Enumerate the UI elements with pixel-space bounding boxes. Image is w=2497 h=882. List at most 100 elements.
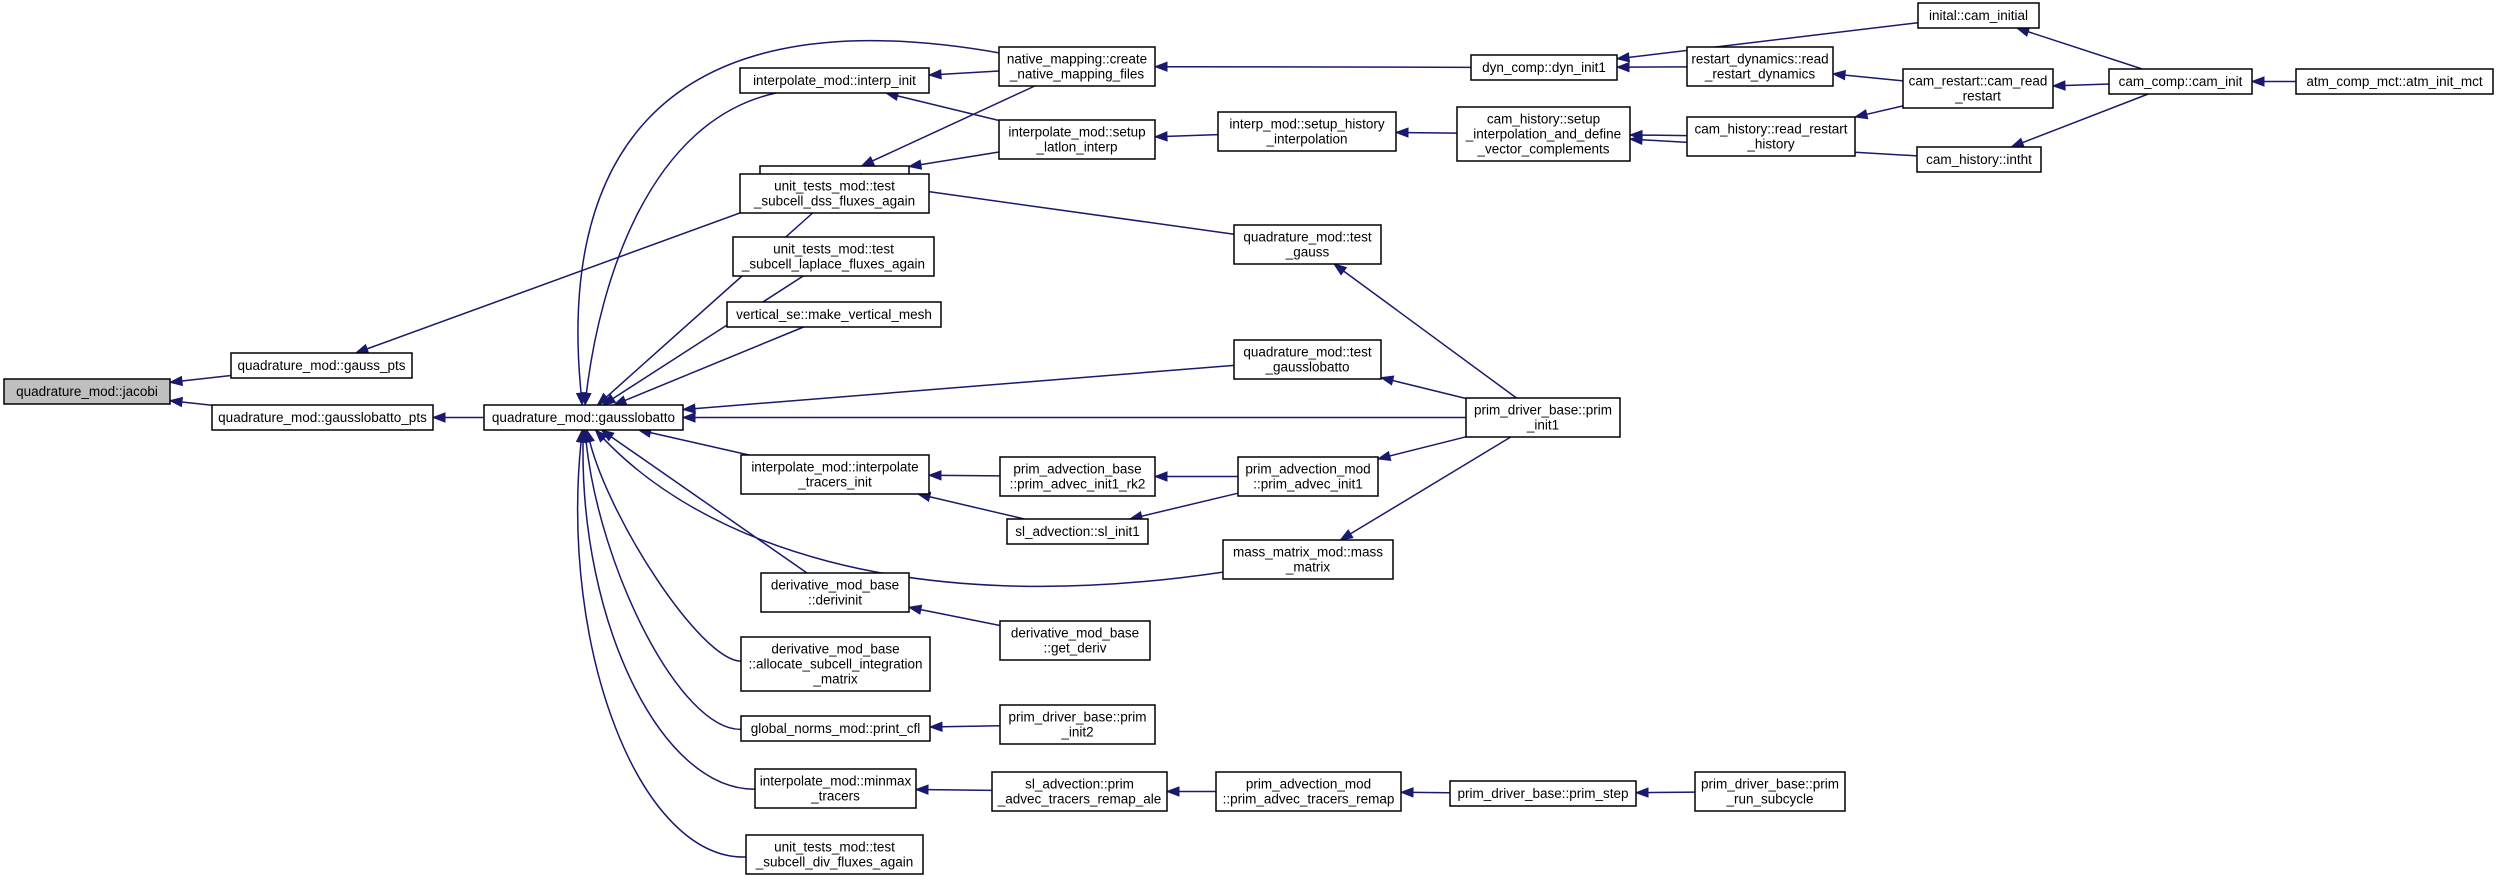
edge-prim_step-to-tracers_remap: [1399, 787, 1451, 798]
node-read-restart-history[interactable]: cam_history::read_restart_history: [1686, 116, 1856, 157]
node-sl-init1[interactable]: sl_advection::sl_init1: [1006, 518, 1149, 545]
node-box[interactable]: [1217, 111, 1397, 152]
node-intht[interactable]: cam_history::intht: [1916, 146, 2042, 173]
node-box[interactable]: [1456, 106, 1631, 162]
arrowhead-icon: [1339, 529, 1354, 541]
edge-tracers_remap-to-remap_ale: [1165, 786, 1216, 797]
node-tracers-remap[interactable]: prim_advection_mod::prim_advec_tracers_r…: [1215, 771, 1402, 812]
edge-line: [940, 70, 1000, 76]
node-label: _gauss: [1285, 245, 1330, 260]
node-prim-init2[interactable]: prim_driver_base::prim_init2: [999, 704, 1156, 745]
edge-line: [603, 438, 1224, 588]
node-atm-init-mct[interactable]: atm_comp_mct::atm_init_mct: [2295, 68, 2494, 95]
node-box[interactable]: [991, 771, 1168, 812]
node-box[interactable]: [1222, 539, 1394, 580]
edge-remap_ale-to-minmax_tracers: [914, 784, 993, 795]
node-test-laplace[interactable]: unit_tests_mod::test_subcell_laplace_flu…: [732, 236, 935, 277]
node-box[interactable]: [1686, 46, 1834, 87]
node-label: cam_history::setup: [1487, 112, 1600, 127]
node-make-vertical-mesh[interactable]: vertical_se::make_vertical_mesh: [726, 301, 942, 328]
node-prim-advec-init1[interactable]: prim_advection_mod::prim_advec_init1: [1237, 456, 1379, 497]
node-label: quadrature_mod::gauss_pts: [237, 358, 405, 373]
node-box[interactable]: [1694, 771, 1846, 812]
node-box[interactable]: [754, 768, 917, 809]
node-jacobi[interactable]: quadrature_mod::jacobi: [3, 378, 171, 405]
node-box[interactable]: [1917, 2, 2040, 29]
node-setup-history-interp[interactable]: interp_mod::setup_history_interpolation: [1217, 111, 1397, 152]
node-box[interactable]: [739, 67, 930, 94]
node-run-subcycle[interactable]: prim_driver_base::prim_run_subcycle: [1694, 771, 1846, 812]
node-box[interactable]: [732, 236, 935, 277]
node-box[interactable]: [999, 704, 1156, 745]
node-box[interactable]: [1233, 224, 1382, 265]
node-cam-init[interactable]: cam_comp::cam_init: [2108, 68, 2253, 95]
arrowhead-icon: [1628, 134, 1643, 146]
node-setup-latlon[interactable]: interpolate_mod::setup_latlon_interp: [998, 119, 1156, 160]
node-interp-tracers-init[interactable]: interpolate_mod::interpolate_tracers_ini…: [740, 454, 930, 495]
node-box[interactable]: [760, 572, 910, 613]
node-interp-init[interactable]: interpolate_mod::interp_init: [739, 67, 930, 94]
node-label: _restart_dynamics: [1704, 67, 1816, 82]
node-box[interactable]: [1916, 146, 2042, 173]
node-box[interactable]: [740, 715, 931, 742]
node-test-gausslobatto[interactable]: quadrature_mod::test_gausslobatto: [1233, 339, 1382, 380]
node-box[interactable]: [2108, 68, 2253, 95]
node-gauss-pts[interactable]: quadrature_mod::gauss_pts: [230, 352, 413, 379]
edge-line: [1350, 436, 1512, 535]
node-label: quadrature_mod::gausslobatto: [492, 410, 675, 425]
node-test-gauss[interactable]: quadrature_mod::test_gauss: [1233, 224, 1382, 265]
node-test-div[interactable]: unit_tests_mod::test_subcell_div_fluxes_…: [745, 834, 924, 875]
node-box[interactable]: [998, 46, 1156, 87]
node-dyn-init1[interactable]: dyn_comp::dyn_init1: [1470, 54, 1618, 81]
node-box[interactable]: [998, 119, 1156, 160]
node-box[interactable]: [2295, 68, 2494, 95]
edge-line: [650, 431, 750, 456]
node-box[interactable]: [740, 636, 931, 692]
node-box[interactable]: [3, 378, 171, 405]
edge-line: [920, 189, 1235, 235]
node-native-mapping[interactable]: native_mapping::create_native_mapping_fi…: [998, 46, 1156, 87]
node-box[interactable]: [1233, 339, 1382, 380]
arrowhead-icon: [1853, 109, 1869, 120]
node-box[interactable]: [745, 834, 924, 875]
node-prim-init1[interactable]: prim_driver_base::prim_init1: [1465, 397, 1621, 438]
node-cam-history-setup[interactable]: cam_history::setup_interpolation_and_def…: [1456, 106, 1631, 162]
node-allocate-subcell[interactable]: derivative_mod_base::allocate_subcell_in…: [740, 636, 931, 692]
node-derivinit[interactable]: derivative_mod_base::derivinit: [760, 572, 910, 613]
node-box[interactable]: [1449, 780, 1637, 807]
node-cam-initial[interactable]: inital::cam_initial: [1917, 2, 2040, 29]
node-box[interactable]: [1215, 771, 1402, 812]
node-box[interactable]: [1902, 68, 2054, 109]
arrowhead-icon: [1376, 450, 1392, 461]
node-mass-matrix[interactable]: mass_matrix_mod::mass_matrix: [1222, 539, 1394, 580]
node-prim-advec-init1-rk2[interactable]: prim_advection_base::prim_advec_init1_rk…: [999, 456, 1156, 497]
node-remap-ale[interactable]: sl_advection::prim_advec_tracers_remap_a…: [991, 771, 1168, 812]
node-cam-read-restart[interactable]: cam_restart::cam_read_restart: [1902, 68, 2054, 109]
node-print-cfl[interactable]: global_norms_mod::print_cfl: [740, 715, 931, 742]
node-label: ::get_deriv: [1043, 641, 1106, 656]
node-box[interactable]: [726, 301, 942, 328]
node-box[interactable]: [211, 404, 434, 431]
node-box[interactable]: [1686, 116, 1856, 157]
node-box[interactable]: [483, 404, 684, 431]
node-label: interp_mod::setup_history: [1229, 117, 1385, 132]
node-prim-step[interactable]: prim_driver_base::prim_step: [1449, 780, 1637, 807]
node-minmax-tracers[interactable]: interpolate_mod::minmax_tracers: [754, 768, 917, 809]
node-box[interactable]: [999, 456, 1156, 497]
node-box[interactable]: [999, 620, 1151, 661]
node-gausslobatto-pts[interactable]: quadrature_mod::gausslobatto_pts: [211, 404, 434, 431]
node-box[interactable]: [740, 454, 930, 495]
node-box[interactable]: [1006, 518, 1149, 545]
node-get-deriv[interactable]: derivative_mod_base::get_deriv: [999, 620, 1151, 661]
node-box[interactable]: [230, 352, 413, 379]
edge-make_vertical_mesh-to-gausslobatto: [612, 326, 804, 406]
node-box[interactable]: [1237, 456, 1379, 497]
node-label: sl_advection::sl_init1: [1015, 524, 1140, 539]
node-box[interactable]: [1470, 54, 1618, 81]
node-test-dss[interactable]: unit_tests_mod::test_subcell_dss_fluxes_…: [739, 173, 930, 214]
node-box[interactable]: [1465, 397, 1621, 438]
node-box[interactable]: [739, 173, 930, 214]
node-gausslobatto[interactable]: quadrature_mod::gausslobatto: [483, 404, 684, 431]
node-read-restart-dynamics[interactable]: restart_dynamics::read_restart_dynamics: [1686, 46, 1834, 87]
